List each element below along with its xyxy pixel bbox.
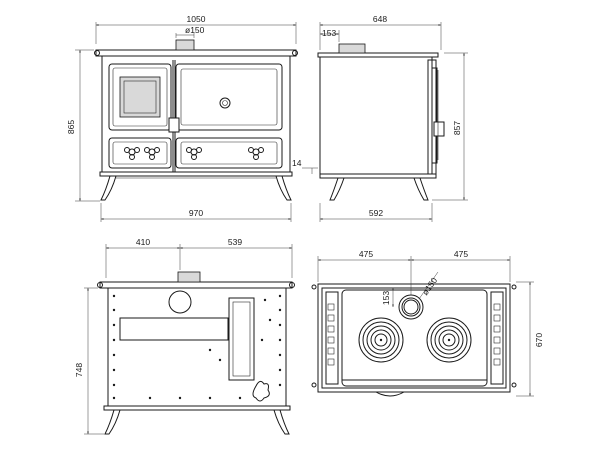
front-right-door xyxy=(175,63,283,131)
back-cutout xyxy=(252,380,270,402)
back-panel-vertical xyxy=(228,297,255,381)
front-top-plate xyxy=(95,49,297,57)
back-flue xyxy=(177,271,201,283)
back-left-offset-label: 410 xyxy=(136,237,150,247)
front-view: 1050 ø150 865 970 xyxy=(66,14,298,222)
front-oven-window xyxy=(119,76,161,118)
back-top-plate xyxy=(99,281,293,289)
top-burner-right xyxy=(426,317,472,363)
front-base-width-label: 970 xyxy=(189,208,203,218)
side-view: 648 153 857 14 592 xyxy=(292,14,468,222)
front-door-handle xyxy=(168,117,180,133)
top-flue-offset-label: 153 xyxy=(381,291,391,305)
top-handle xyxy=(375,391,405,397)
top-right-offset-label: 475 xyxy=(454,249,468,259)
front-right-ashpan xyxy=(175,137,283,169)
front-flue-diameter-label: ø150 xyxy=(185,25,205,35)
back-height-label: 748 xyxy=(74,363,84,377)
back-view: 410 539 748 xyxy=(74,237,295,435)
front-leg-left xyxy=(100,175,117,201)
back-right-offset-label: 539 xyxy=(228,237,242,247)
front-left-ashpan xyxy=(108,137,172,169)
top-view: 475 475 ø150 153 670 xyxy=(311,249,544,397)
front-leg-right xyxy=(275,175,292,201)
back-body xyxy=(107,287,287,407)
side-body xyxy=(319,55,433,175)
side-flue xyxy=(338,43,366,54)
side-leg-left xyxy=(329,177,345,201)
top-plate xyxy=(317,283,511,393)
top-burner-left xyxy=(358,317,404,363)
front-left-door xyxy=(108,63,172,131)
front-decor-flowers xyxy=(124,147,264,160)
side-base-depth-label: 592 xyxy=(369,208,383,218)
top-depth-label: 670 xyxy=(534,333,544,347)
front-flue xyxy=(175,39,195,51)
side-flue-offset-label: 153 xyxy=(322,28,336,38)
front-oven-thermometer xyxy=(219,97,231,109)
back-screw-dots xyxy=(112,294,282,400)
side-handle xyxy=(433,121,445,137)
front-height-label: 865 xyxy=(66,120,76,134)
side-height-label: 857 xyxy=(452,121,462,135)
side-leg-height-label: 14 xyxy=(292,158,302,168)
back-panel-horizontal xyxy=(119,317,229,341)
back-leg-right xyxy=(273,409,290,435)
top-hotplate xyxy=(341,289,488,387)
back-leg-left xyxy=(104,409,121,435)
top-rail-slots xyxy=(327,303,501,366)
side-depth-label: 648 xyxy=(373,14,387,24)
side-leg-right xyxy=(413,177,429,201)
front-width-label: 1050 xyxy=(187,14,206,24)
back-flue-outlet xyxy=(168,290,192,314)
top-left-offset-label: 475 xyxy=(359,249,373,259)
